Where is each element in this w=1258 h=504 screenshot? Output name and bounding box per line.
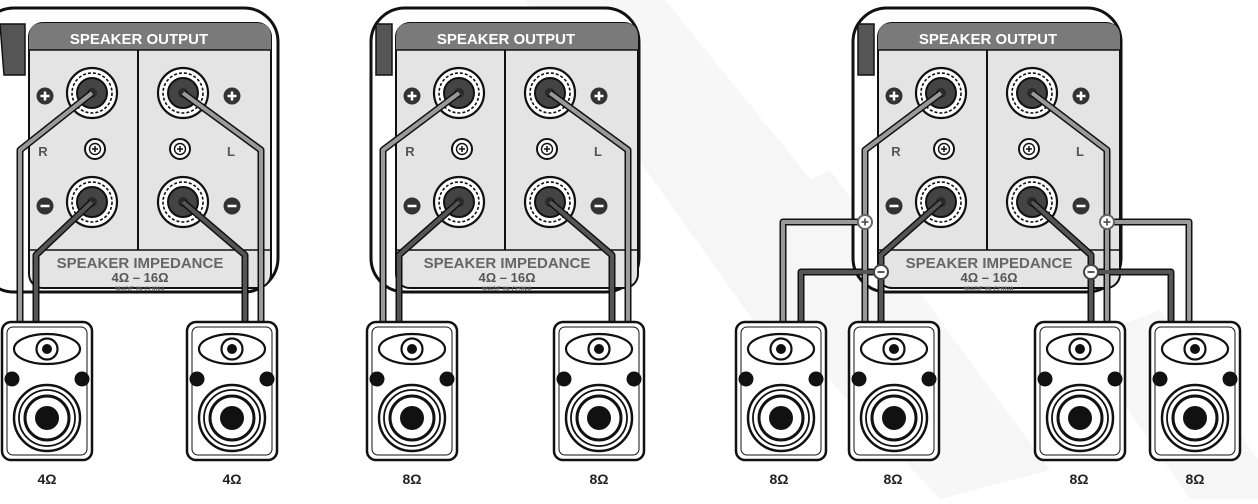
- speaker-cabinet: [1148, 320, 1242, 462]
- speaker-wires: [379, 90, 632, 328]
- speaker-wires: [16, 90, 265, 328]
- plus-icon: [589, 86, 609, 106]
- speaker-cabinet: [552, 320, 646, 462]
- speaker-cabinet: [0, 320, 94, 462]
- junction-plus-icon: [857, 214, 873, 230]
- screw-icon: [1018, 138, 1040, 160]
- screw-icon: [169, 138, 191, 160]
- right-channel-label: R: [891, 144, 901, 159]
- junction-minus-icon: [873, 264, 889, 280]
- made-in-label: MADE IN CHINA: [964, 286, 1014, 293]
- plus-icon: [884, 86, 904, 106]
- speaker-impedance-label: 8Ω: [883, 471, 902, 487]
- speaker-cabinet: [365, 320, 459, 462]
- speaker-impedance-label: 8Ω: [769, 471, 788, 487]
- panel-header: SPEAKER OUTPUT: [70, 31, 208, 48]
- panel-1: SPEAKER OUTPUT R L SPEAKER IMPEDANCE 4Ω …: [0, 6, 280, 487]
- corner-tab: [0, 23, 26, 76]
- junction-plus-icon: [1099, 214, 1115, 230]
- made-in-label: MADE IN CHINA: [482, 286, 532, 293]
- impedance-label: SPEAKER IMPEDANCE: [906, 255, 1073, 272]
- left-channel-label: L: [1076, 144, 1084, 159]
- speaker-impedance-label: 4Ω: [222, 471, 241, 487]
- impedance-label: SPEAKER IMPEDANCE: [424, 255, 591, 272]
- impedance-label: SPEAKER IMPEDANCE: [57, 255, 224, 272]
- speaker-impedance-label: 4Ω: [37, 471, 56, 487]
- made-in-label: MADE IN CHINA: [115, 286, 165, 293]
- amplifier-panel: SPEAKER OUTPUT R L SPEAKER IMPEDANCE 4Ω …: [369, 6, 641, 294]
- minus-icon: [884, 196, 904, 216]
- minus-icon: [222, 196, 242, 216]
- panel-header: SPEAKER OUTPUT: [437, 31, 575, 48]
- plus-icon: [222, 86, 242, 106]
- corner-tab: [857, 23, 875, 76]
- plus-icon: [402, 86, 422, 106]
- plus-icon: [1071, 86, 1091, 106]
- minus-icon: [1071, 196, 1091, 216]
- speaker-impedance-label: 8Ω: [589, 471, 608, 487]
- impedance-range: 4Ω – 16Ω: [112, 270, 169, 285]
- speaker-impedance-label: 8Ω: [1185, 471, 1204, 487]
- corner-tab: [375, 23, 393, 76]
- minus-icon: [402, 196, 422, 216]
- impedance-range: 4Ω – 16Ω: [479, 270, 536, 285]
- right-channel-label: R: [38, 144, 48, 159]
- left-channel-label: L: [227, 144, 235, 159]
- speaker-impedance-label: 8Ω: [1069, 471, 1088, 487]
- plus-icon: [35, 86, 55, 106]
- panel-header: SPEAKER OUTPUT: [919, 31, 1057, 48]
- minus-icon: [35, 196, 55, 216]
- speaker-impedance-label: 8Ω: [402, 471, 421, 487]
- junction-minus-icon: [1083, 264, 1099, 280]
- screw-icon: [933, 138, 955, 160]
- impedance-range: 4Ω – 16Ω: [961, 270, 1018, 285]
- speaker-cabinet: [185, 320, 279, 462]
- minus-icon: [589, 196, 609, 216]
- screw-icon: [536, 138, 558, 160]
- speaker-cabinet: [847, 320, 941, 462]
- screw-icon: [451, 138, 473, 160]
- panel-2: SPEAKER OUTPUT R L SPEAKER IMPEDANCE 4Ω …: [365, 6, 646, 487]
- left-channel-label: L: [594, 144, 602, 159]
- speaker-cabinet: [1033, 320, 1127, 462]
- panel-3: SPEAKER OUTPUT R L SPEAKER IMPEDANCE 4Ω …: [734, 6, 1242, 487]
- speaker-cabinet: [734, 320, 828, 462]
- right-channel-label: R: [405, 144, 415, 159]
- screw-icon: [84, 138, 106, 160]
- speaker-wires: [779, 90, 1193, 328]
